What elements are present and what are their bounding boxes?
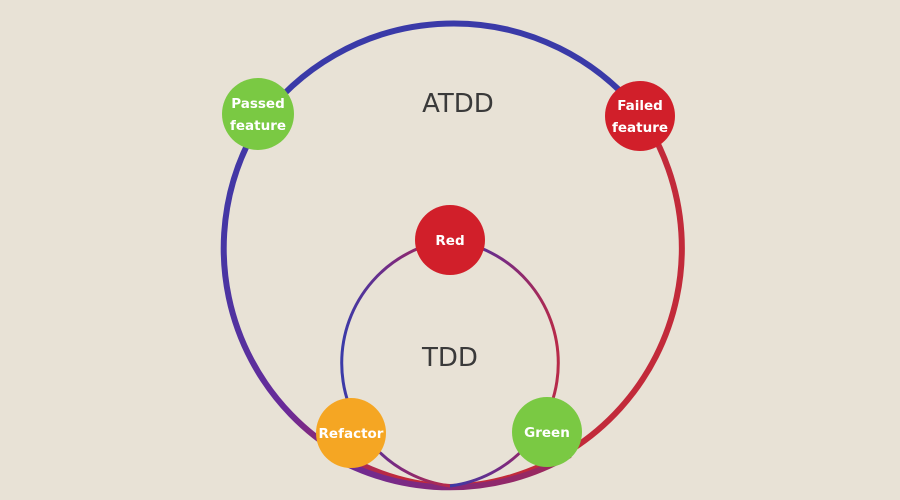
passed-feature-label-line2: feature <box>230 118 286 134</box>
refactor-label: Refactor <box>319 426 384 442</box>
passed-feature-label-line1: Passed <box>231 96 285 112</box>
tdd-arc-right <box>449 238 560 488</box>
atdd-cycle: ATDD <box>220 20 685 491</box>
tdd-arc-left <box>340 238 451 488</box>
atdd-label: ATDD <box>422 89 494 119</box>
node-red: Red <box>415 205 485 275</box>
atdd-arc-top <box>255 20 643 127</box>
node-passed-feature: Passed feature <box>222 78 294 150</box>
refactor-node-circle <box>316 398 386 468</box>
node-failed-feature: Failed feature <box>605 81 675 151</box>
failed-feature-label-line1: Failed <box>617 98 663 114</box>
green-node-circle <box>512 397 582 467</box>
red-label: Red <box>435 233 464 249</box>
node-refactor: Refactor <box>316 398 386 468</box>
atdd-arc-bottom <box>328 452 572 491</box>
green-label: Green <box>524 425 570 441</box>
passed-node-circle <box>222 78 294 150</box>
tdd-cycle: TDD <box>340 238 560 488</box>
red-node-circle <box>415 205 485 275</box>
tdd-label: TDD <box>421 343 478 373</box>
node-green: Green <box>512 397 582 467</box>
failed-feature-label-line2: feature <box>612 120 668 136</box>
failed-node-circle <box>605 81 675 151</box>
atdd-arc-left <box>220 123 451 490</box>
